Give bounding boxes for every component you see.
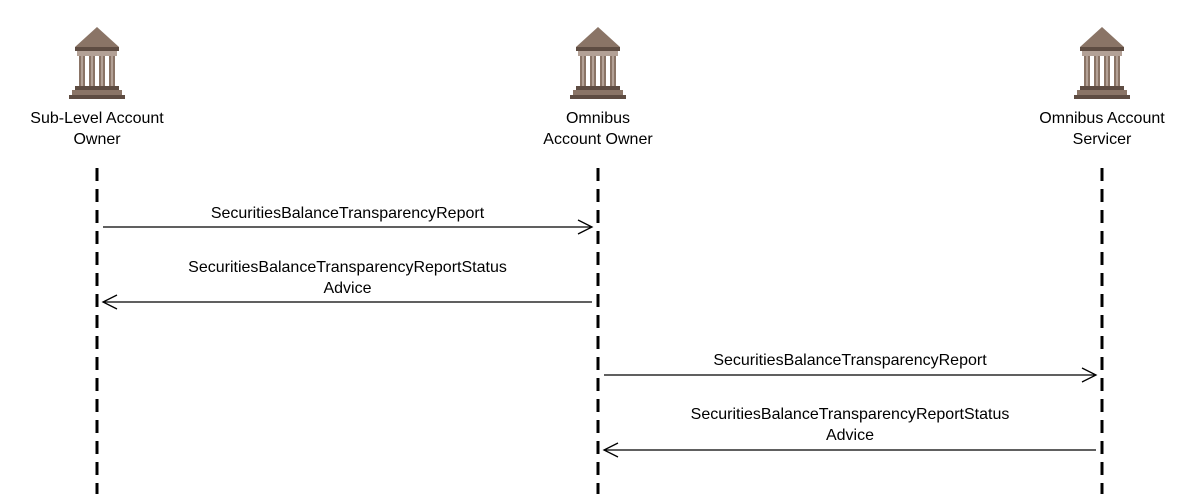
message-label-line: Advice [825, 427, 875, 444]
bank-building-icon [69, 27, 125, 99]
bank-building-icon [570, 27, 626, 99]
arrowhead [101, 294, 118, 310]
message-arrow [604, 367, 1098, 383]
message-label: SecuritiesBalanceTransparencyReport [640, 350, 1060, 371]
message-label: SecuritiesBalanceTransparencyReportStatu… [640, 404, 1060, 446]
actor-label-sub-level-account-owner: Sub-Level Account Owner [0, 108, 197, 150]
message-arrow [602, 442, 1096, 458]
message-label: SecuritiesBalanceTransparencyReport [138, 203, 558, 224]
actor-label-omnibus-account-owner: Omnibus Account Owner [498, 108, 698, 150]
actor-label-line: Servicer [1072, 131, 1132, 148]
actor-label-line: Account Owner [543, 131, 653, 148]
message-arrow [103, 219, 594, 235]
message-label-line: SecuritiesBalanceTransparencyReport [713, 352, 987, 369]
actor-label-omnibus-account-servicer: Omnibus Account Servicer [1002, 108, 1193, 150]
actor-label-line: Omnibus [565, 110, 631, 127]
arrowhead [577, 219, 594, 235]
actor-label-line: Omnibus Account [1039, 110, 1165, 127]
message-label-line: SecuritiesBalanceTransparencyReportStatu… [690, 406, 1010, 423]
arrowhead [602, 442, 619, 458]
actor-label-line: Owner [73, 131, 121, 148]
message-label-line: Advice [323, 280, 372, 297]
message-label-line: SecuritiesBalanceTransparencyReportStatu… [188, 259, 507, 276]
message-arrow [101, 294, 592, 310]
actor-label-line: Sub-Level Account [30, 110, 164, 127]
message-label-line: SecuritiesBalanceTransparencyReport [210, 205, 485, 222]
message-label: SecuritiesBalanceTransparencyReportStatu… [138, 257, 558, 299]
arrowhead [1081, 367, 1098, 383]
bank-building-icon [1074, 27, 1130, 99]
